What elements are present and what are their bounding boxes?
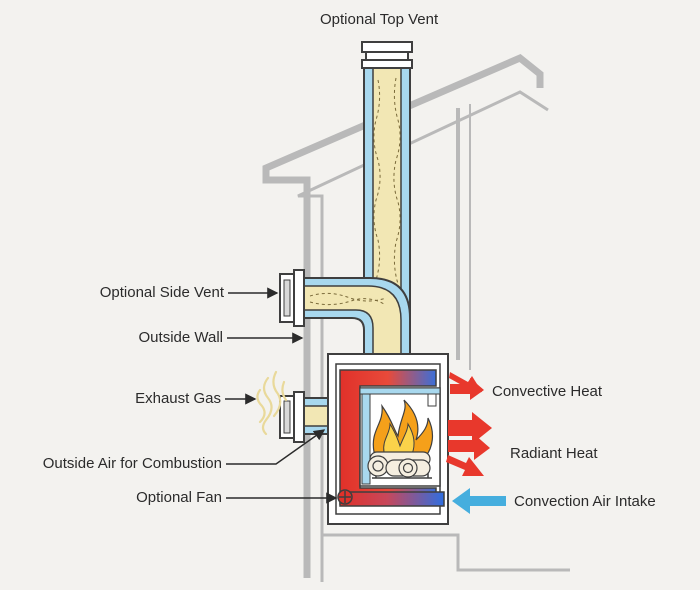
fire-flames [372, 399, 434, 457]
label-top-vent: Optional Top Vent [320, 11, 439, 28]
label-exhaust-gas: Exhaust Gas [135, 390, 221, 407]
convective-heat-arrows [449, 372, 484, 400]
label-radiant-heat: Radiant Heat [510, 445, 598, 462]
convection-intake-arrow [452, 488, 506, 514]
label-convective-heat: Convective Heat [492, 383, 603, 400]
label-side-vent: Optional Side Vent [99, 284, 224, 301]
fan-icon [337, 489, 353, 505]
house-walls [262, 53, 570, 582]
label-optional-fan: Optional Fan [136, 489, 222, 506]
radiant-heat-arrows [446, 412, 492, 476]
exhaust-gas-plume [256, 370, 288, 436]
label-leader-lines [225, 287, 338, 504]
fire-logs [367, 451, 431, 478]
side-vent-pipe [279, 269, 411, 367]
label-convection-air-intake: Convection Air Intake [514, 493, 656, 510]
label-outside-wall: Outside Wall [138, 329, 223, 346]
label-outside-air: Outside Air for Combustion [42, 455, 222, 472]
